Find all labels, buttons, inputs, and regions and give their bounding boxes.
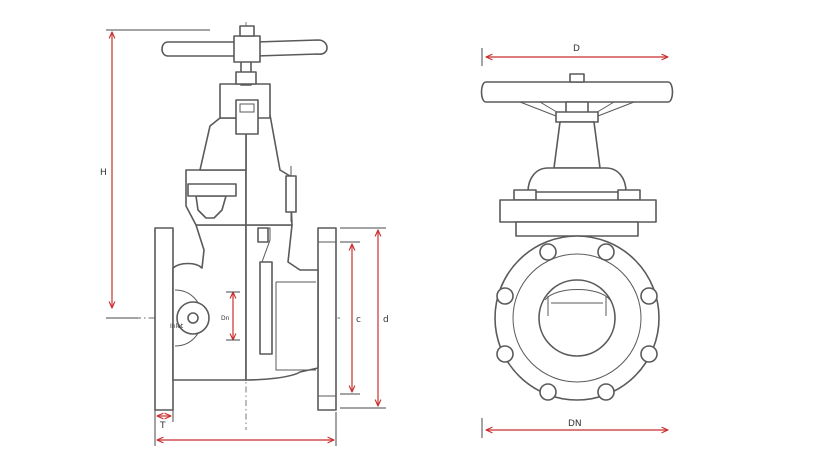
handwheel-lever-right <box>255 39 328 57</box>
t-label: T <box>159 421 166 431</box>
right-flange <box>317 227 337 411</box>
stem-cap <box>239 25 255 37</box>
bolt-hole <box>640 345 658 363</box>
handwheel-hub <box>233 35 261 63</box>
d-handwheel-label: D <box>573 44 580 54</box>
handwheel-cap <box>569 73 585 83</box>
bolt-hole <box>640 287 658 305</box>
gate-wedge <box>259 261 273 355</box>
position-indicator <box>285 175 297 213</box>
valve-body-left <box>172 224 247 381</box>
left-flange <box>154 227 174 411</box>
bolt-hole <box>597 243 615 261</box>
stem-nut <box>555 111 599 123</box>
front-bonnet-top <box>527 167 627 193</box>
bore <box>538 279 616 357</box>
c-label: c <box>356 315 361 325</box>
d-label: d <box>383 315 389 325</box>
dn-label: Dn <box>221 315 230 322</box>
bolt-hole <box>539 243 557 261</box>
front-view: D DN <box>480 44 674 438</box>
bolt-hole <box>597 383 615 401</box>
bolt-hole <box>496 287 514 305</box>
inlet-label: Inlet <box>170 323 184 330</box>
h-label: H <box>100 168 107 178</box>
valve-body-right <box>245 224 319 381</box>
bolt-hole <box>496 345 514 363</box>
yoke <box>553 121 601 169</box>
handwheel-lever-left <box>161 41 237 57</box>
handwheel <box>480 81 674 103</box>
side-view: Inlet Dn H c d T <box>100 22 389 446</box>
front-bonnet-flange <box>499 199 657 223</box>
gland <box>235 99 259 135</box>
dn-flange-label: DN <box>568 419 582 429</box>
bolt-hole <box>539 383 557 401</box>
